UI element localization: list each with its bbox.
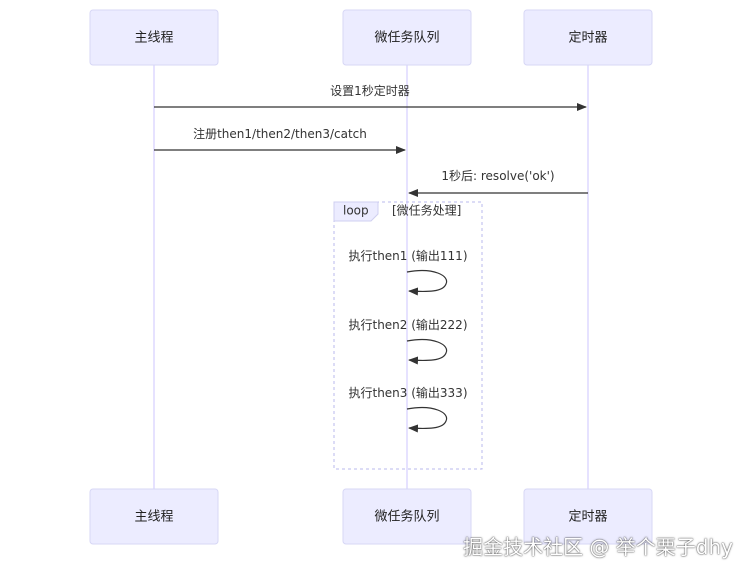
loop-label-tab bbox=[333, 201, 379, 222]
loop-frame: loop [微任务处理] bbox=[333, 201, 483, 470]
actor-main-thread-bottom: 主线程 bbox=[89, 488, 219, 545]
actor-timer-top-label: 定时器 bbox=[568, 31, 607, 46]
actor-timer-bottom: 定时器 bbox=[523, 488, 653, 545]
message-set-timer-label: 设置1秒定时器 bbox=[330, 83, 410, 98]
actor-microtask-queue-bottom-label: 微任务队列 bbox=[374, 509, 439, 525]
self-call-arrow-3 bbox=[406, 407, 448, 433]
actor-main-thread-bottom-label: 主线程 bbox=[134, 510, 173, 525]
actor-microtask-queue-bottom: 微任务队列 bbox=[342, 488, 472, 545]
actor-main-thread-top-label: 主线程 bbox=[134, 31, 173, 46]
self-call-arrow-1 bbox=[406, 270, 448, 296]
self-call-label-3: 执行then3 (输出333) bbox=[348, 385, 467, 400]
loop-condition: [微任务处理] bbox=[392, 203, 461, 218]
actor-main-thread-top: 主线程 bbox=[89, 9, 219, 66]
actor-timer-top: 定时器 bbox=[523, 9, 653, 66]
self-call-label-1: 执行then1 (输出111) bbox=[348, 248, 467, 263]
message-resolve-label: 1秒后: resolve('ok') bbox=[441, 169, 554, 183]
self-call-arrow-2 bbox=[406, 339, 448, 365]
watermark: 掘金技术社区 @ 举个栗子dhy bbox=[463, 535, 733, 559]
actor-microtask-queue-top: 微任务队列 bbox=[342, 9, 472, 66]
actor-microtask-queue-top-label: 微任务队列 bbox=[374, 30, 439, 46]
loop-label: loop bbox=[343, 204, 369, 218]
message-register-then-label: 注册then1/then2/then3/catch bbox=[193, 126, 367, 141]
self-call-label-2: 执行then2 (输出222) bbox=[348, 317, 467, 332]
actor-timer-bottom-label: 定时器 bbox=[568, 510, 607, 525]
